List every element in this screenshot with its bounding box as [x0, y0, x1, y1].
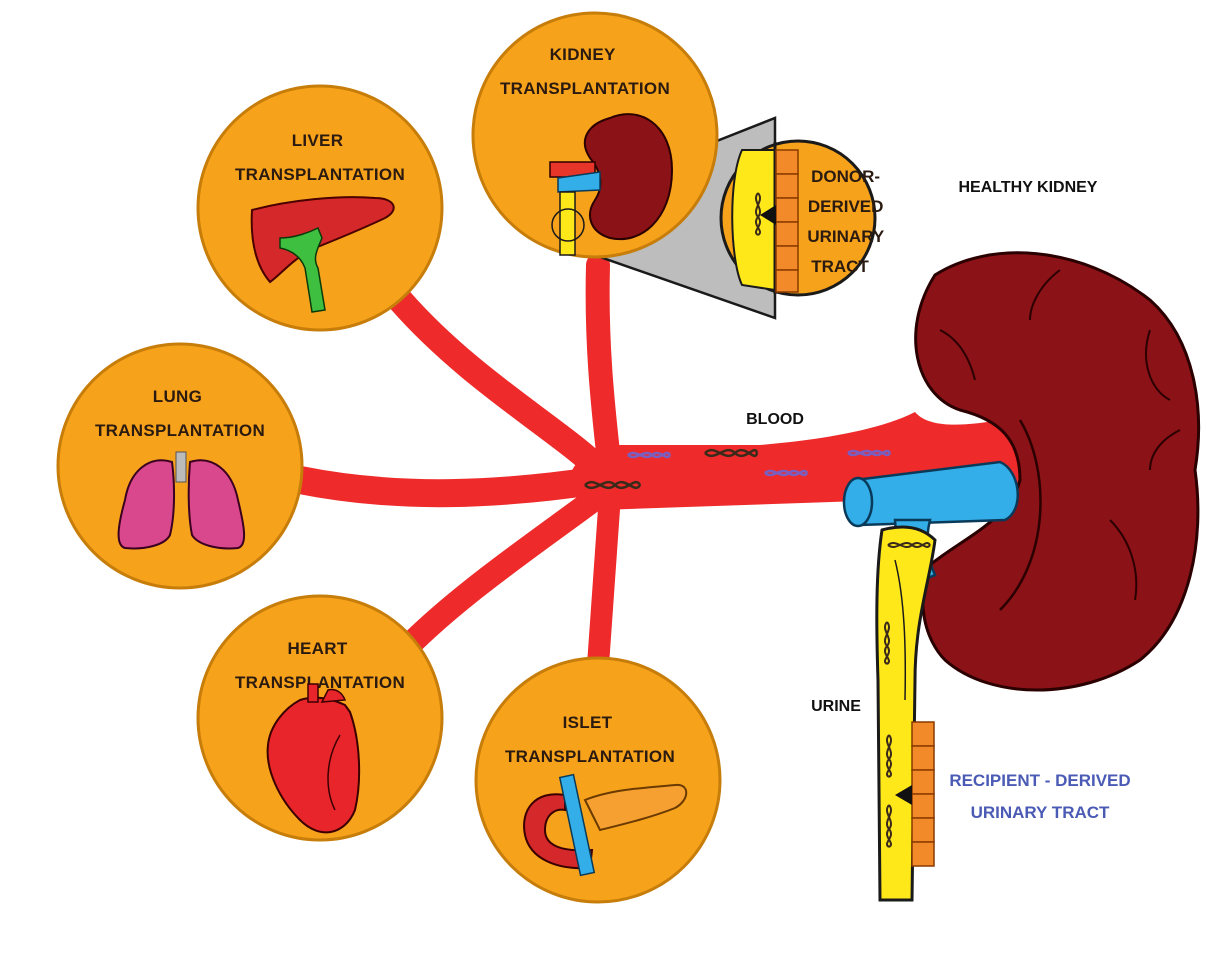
- healthy-kidney-label: HEALTHY KIDNEY: [959, 179, 1098, 196]
- blood-label: BLOOD: [746, 411, 804, 428]
- vessel-branch-kidney: [598, 265, 610, 470]
- lung-transplant-circle: LUNG TRANSPLANTATION: [58, 344, 302, 588]
- vessel-branch-liver: [400, 300, 600, 470]
- vessel-branch-heart: [395, 495, 600, 660]
- liver-transplant-circle: LIVER TRANSPLANTATION: [198, 86, 442, 330]
- vessel-branch-islet: [598, 495, 610, 665]
- heart-transplant-circle: HEART TRANSPLANTATION: [198, 596, 442, 840]
- vessel-branch-lung: [300, 480, 600, 493]
- islet-transplant-circle: ISLET TRANSPLANTATION: [476, 658, 720, 902]
- urine-label: URINE: [811, 698, 861, 715]
- donor-cell-layer: [776, 150, 798, 292]
- kidney-transplant-circle: KIDNEY TRANSPLANTATION: [473, 13, 717, 257]
- recipient-label-line2: URINARY TRACT: [971, 803, 1110, 822]
- recipient-label-line1: RECIPIENT - DERIVED: [949, 771, 1130, 790]
- donor-urinary-tract-inset: DONOR- DERIVED URINARY TRACT: [721, 141, 889, 295]
